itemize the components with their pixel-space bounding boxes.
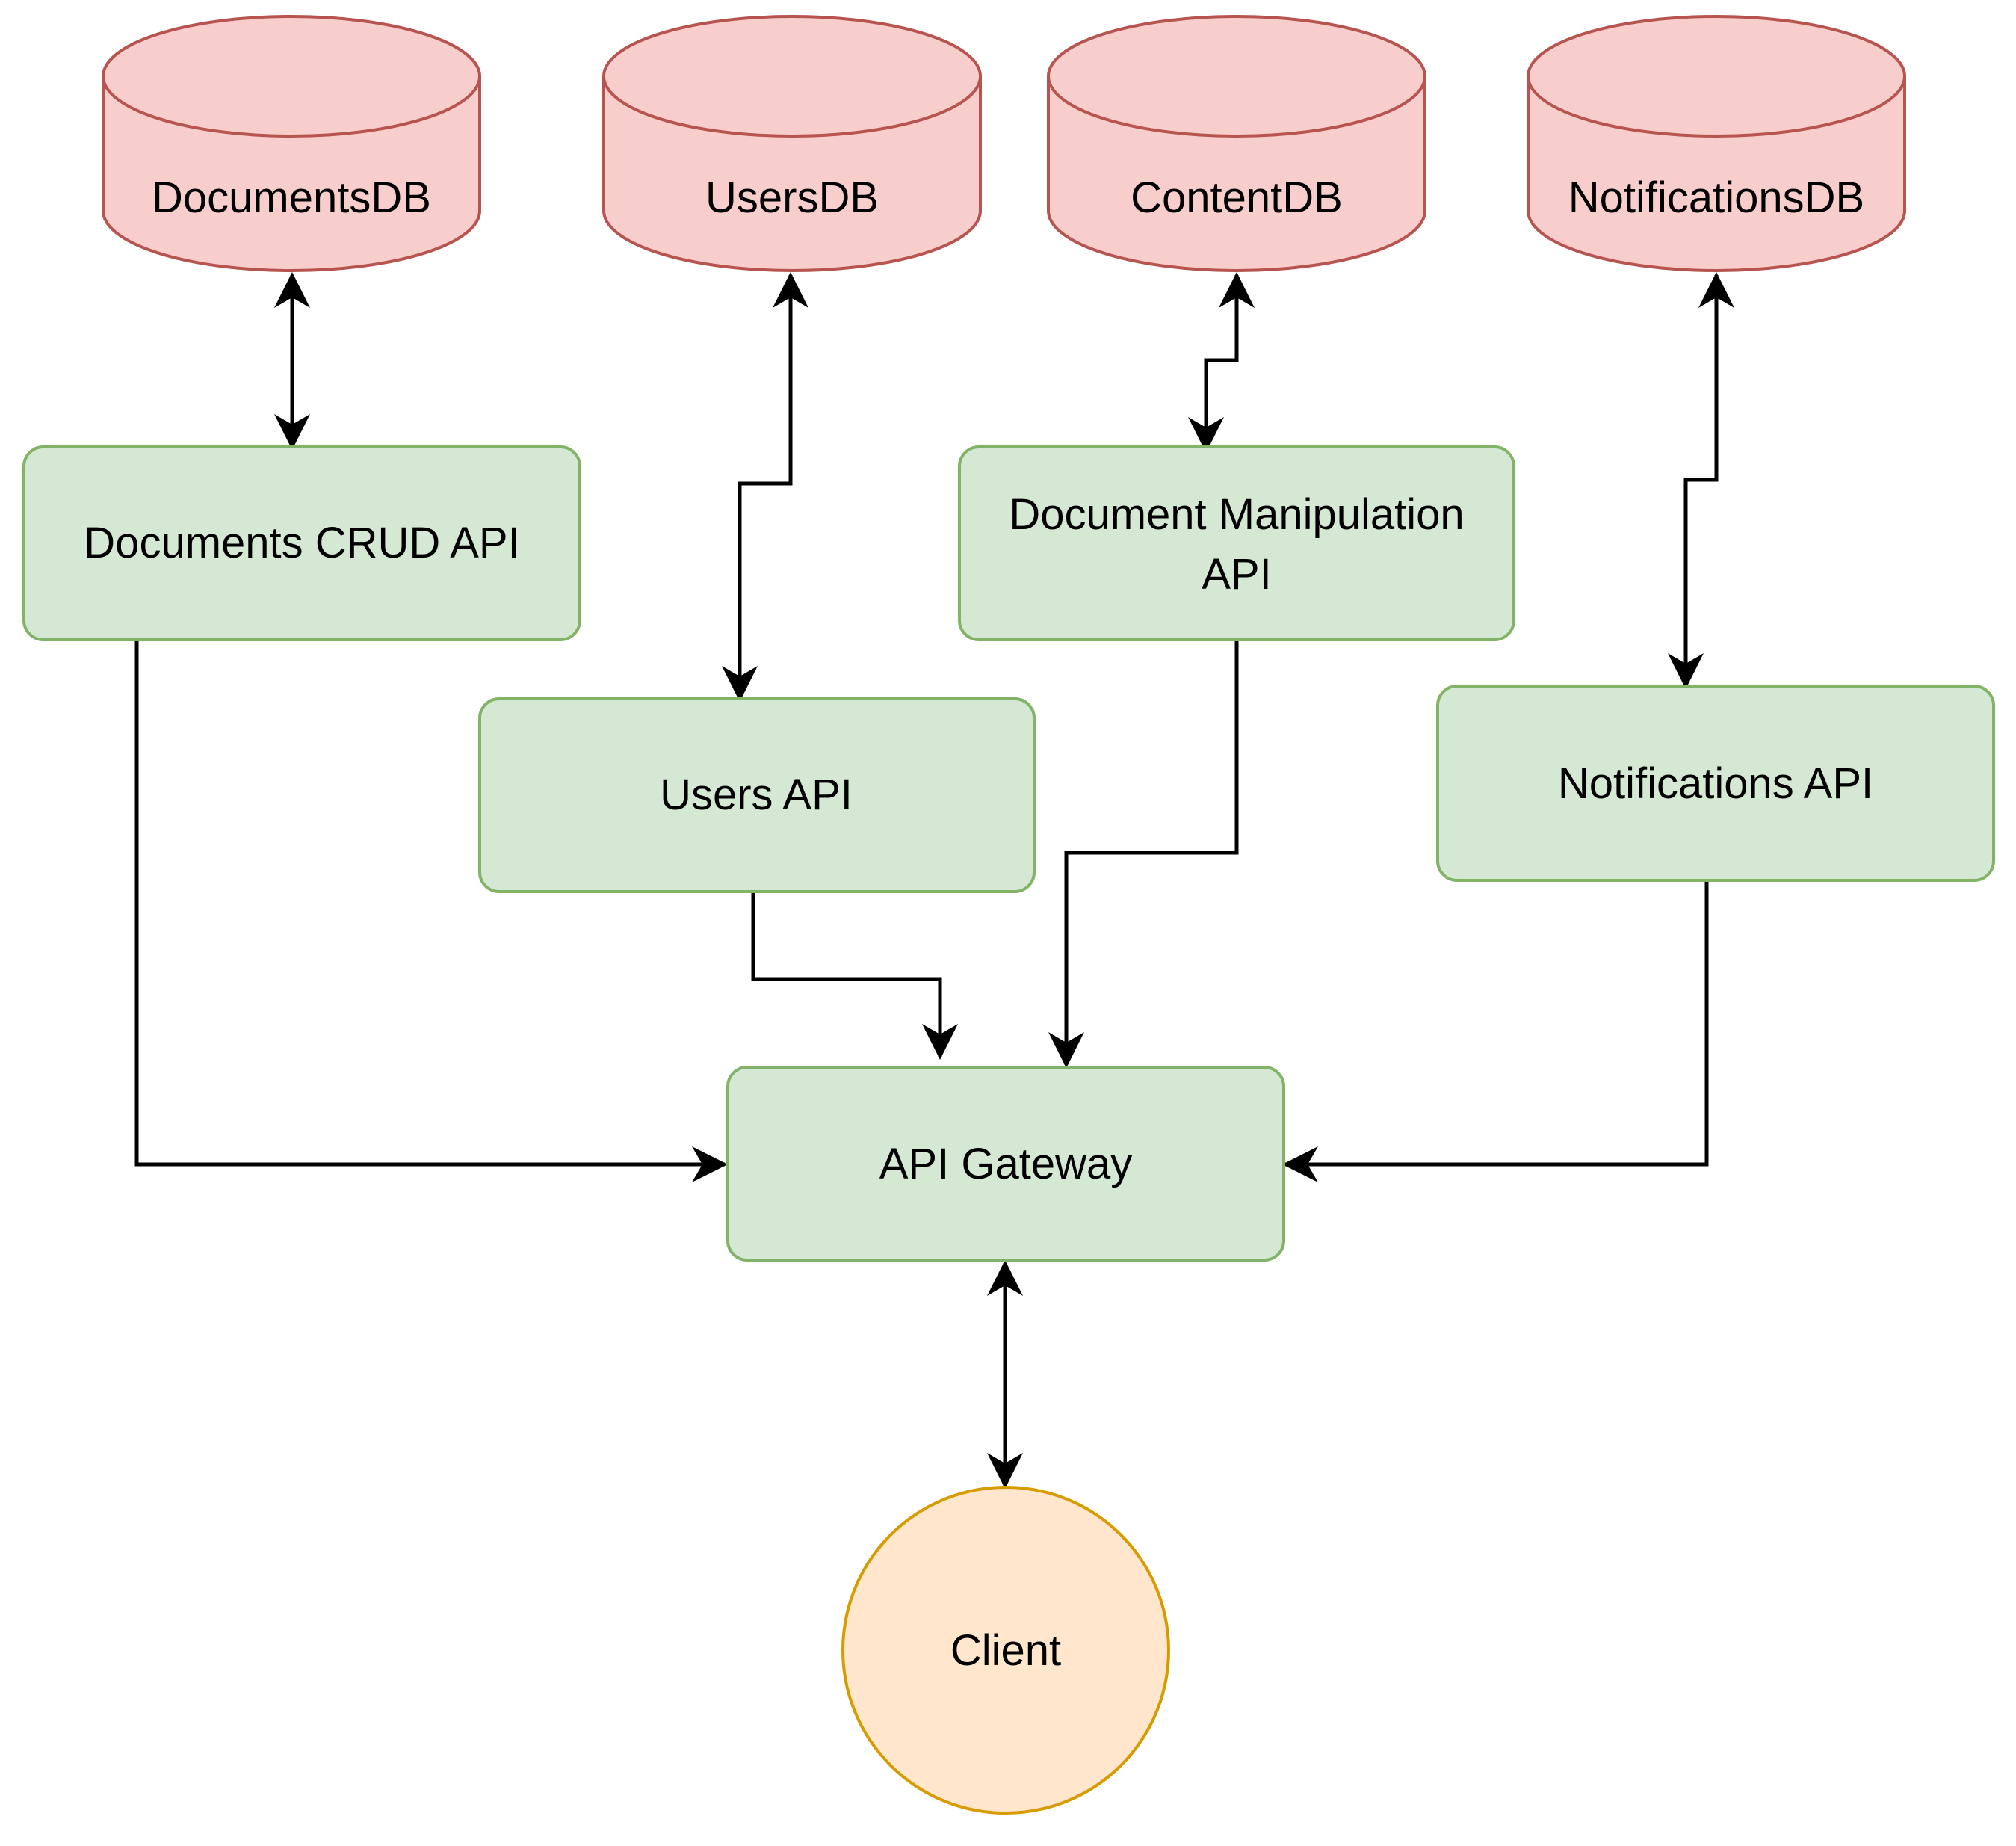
edge-documents-crud-api-gateway [134, 641, 728, 1182]
edge-document-manipulation-api-gateway [1048, 641, 1239, 1068]
edge-usersdb-users-api [722, 272, 808, 702]
document-manipulation-api-label-line1: Document Manipulation [1009, 490, 1464, 539]
users-api-label: Users API [660, 771, 853, 819]
notifications-api-label: Notifications API [1558, 759, 1873, 808]
contentdb-label: ContentDB [1131, 173, 1343, 222]
database-contentdb[interactable]: ContentDB [1047, 15, 1426, 272]
edge-notifications-api-gateway [1282, 880, 1709, 1182]
edge-users-api-gateway [751, 892, 958, 1060]
edge-notificationsdb-notifications-api [1668, 272, 1734, 689]
notificationsdb-label: NotificationsDB [1568, 173, 1864, 222]
service-documents-crud-api[interactable]: Documents CRUD API [22, 445, 581, 641]
edges [134, 272, 1734, 1489]
client-node[interactable]: Client [841, 1486, 1170, 1815]
usersdb-label: UsersDB [705, 173, 879, 222]
database-usersdb[interactable]: UsersDB [602, 15, 982, 272]
service-notifications-api[interactable]: Notifications API [1436, 685, 1995, 882]
documentsdb-label: DocumentsDB [152, 173, 431, 222]
database-documentsdb[interactable]: DocumentsDB [102, 15, 481, 272]
service-document-manipulation-api[interactable]: Document Manipulation API [958, 445, 1515, 641]
document-manipulation-api-label-line2: API [1202, 550, 1272, 599]
service-api-gateway[interactable]: API Gateway [726, 1066, 1285, 1262]
api-gateway-label: API Gateway [879, 1140, 1132, 1188]
service-users-api[interactable]: Users API [478, 697, 1036, 893]
database-notificationsdb[interactable]: NotificationsDB [1527, 15, 1906, 272]
client-label: Client [950, 1626, 1061, 1675]
documents-crud-api-label: Documents CRUD API [84, 519, 519, 567]
edge-contentdb-document-manipulation-api [1188, 272, 1255, 453]
